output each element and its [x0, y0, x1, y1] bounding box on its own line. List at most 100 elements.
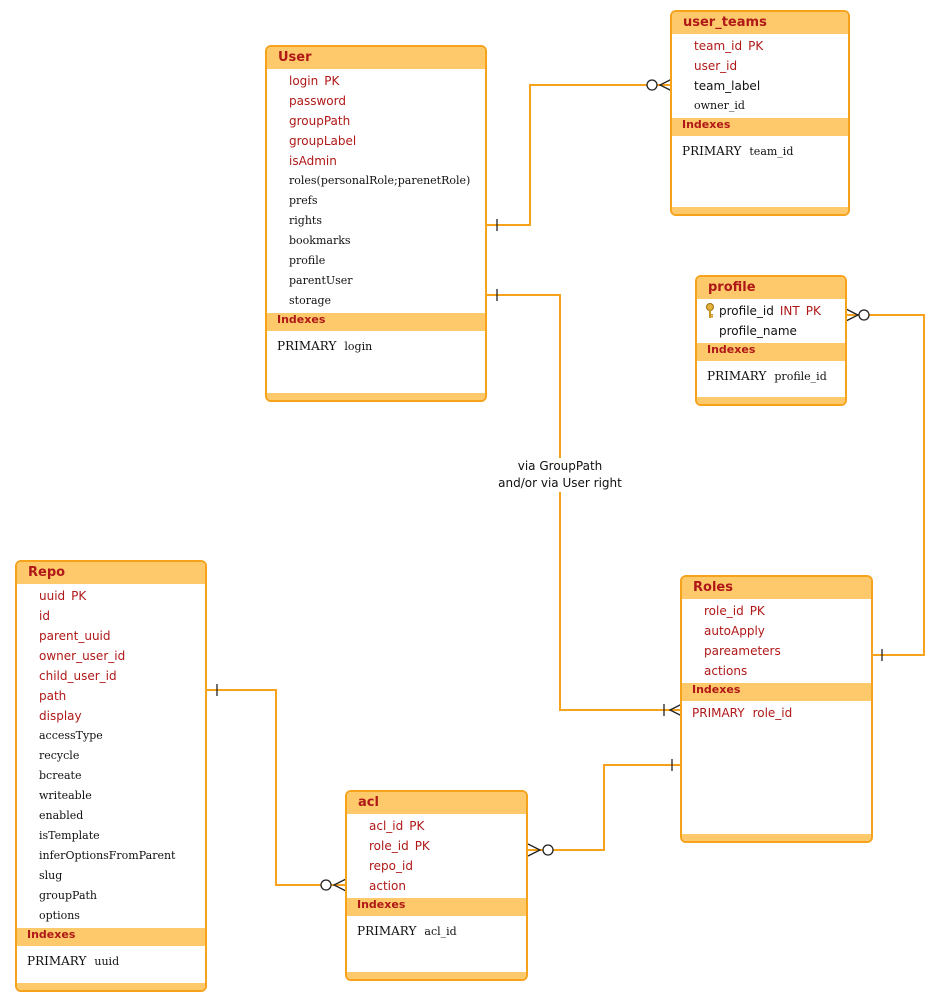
field-name: repo_id: [369, 859, 413, 873]
field-row[interactable]: repo_id: [347, 856, 526, 876]
relation-repo-acl: [207, 689, 346, 886]
field-row[interactable]: actions: [682, 661, 871, 681]
field-row[interactable]: owner_user_id: [17, 646, 205, 666]
field-name: profile_name: [719, 324, 797, 338]
field-name: writeable: [39, 789, 92, 802]
field-row[interactable]: rights: [267, 211, 485, 231]
field-row[interactable]: inferOptionsFromParent: [17, 846, 205, 866]
field-row[interactable]: accessType: [17, 726, 205, 746]
field-row[interactable]: profile_name: [697, 321, 845, 341]
field-row[interactable]: storage: [267, 291, 485, 311]
field-row[interactable]: display: [17, 706, 205, 726]
crow-foot-acl-roles: [527, 843, 542, 857]
field-name: team_label: [694, 79, 761, 93]
pk-tag: PK: [71, 589, 87, 603]
field-name: groupLabel: [289, 134, 357, 148]
field-row[interactable]: enabled: [17, 806, 205, 826]
table-title: acl: [347, 792, 526, 814]
field-row[interactable]: groupLabel: [267, 131, 485, 151]
indexes-header: Indexes: [682, 683, 871, 701]
field-row[interactable]: isAdmin: [267, 151, 485, 171]
pk-tag: PK: [414, 839, 430, 853]
field-name: rights: [289, 214, 322, 227]
field-row[interactable]: writeable: [17, 786, 205, 806]
field-name: enabled: [39, 809, 84, 822]
crow-foot-user-teams: [658, 78, 673, 92]
indexes-header: Indexes: [672, 118, 848, 136]
field-name: autoApply: [704, 624, 765, 638]
table-title: Roles: [682, 577, 871, 599]
field-row[interactable]: recycle: [17, 746, 205, 766]
field-row[interactable]: password: [267, 91, 485, 111]
field-row[interactable]: options: [17, 906, 205, 926]
field-row[interactable]: team_label: [672, 76, 848, 96]
field-row[interactable]: profile: [267, 251, 485, 271]
field-name: bookmarks: [289, 234, 351, 247]
field-row[interactable]: groupPath: [17, 886, 205, 906]
field-name: bcreate: [39, 769, 82, 782]
pk-tag: PK: [805, 304, 821, 318]
table-footer: [17, 983, 205, 990]
field-row[interactable]: bcreate: [17, 766, 205, 786]
index-value: acl_id: [424, 925, 457, 938]
field-row[interactable]: parent_uuid: [17, 626, 205, 646]
table-footer: [672, 207, 848, 214]
field-name: slug: [39, 869, 63, 882]
field-row[interactable]: action: [347, 876, 526, 896]
field-row[interactable]: id: [17, 606, 205, 626]
zero-circle-profile: [858, 309, 870, 321]
field-name: groupPath: [39, 889, 98, 902]
field-name: acl_id: [369, 819, 404, 833]
field-name: isAdmin: [289, 154, 337, 168]
field-row[interactable]: path: [17, 686, 205, 706]
index-key: PRIMARY: [707, 369, 767, 383]
field-row[interactable]: roles(personalRole;parenetRole): [267, 171, 485, 191]
field-row[interactable]: bookmarks: [267, 231, 485, 251]
index-value: uuid: [94, 955, 120, 968]
field-row[interactable]: isTemplate: [17, 826, 205, 846]
field-name: storage: [289, 294, 332, 307]
field-row[interactable]: parentUser: [267, 271, 485, 291]
index-key: PRIMARY: [357, 924, 417, 938]
table-footer: [697, 397, 845, 404]
field-row[interactable]: prefs: [267, 191, 485, 211]
field-row[interactable]: owner_id: [672, 96, 848, 116]
field-name: parent_uuid: [39, 629, 111, 643]
field-row[interactable]: pareameters: [682, 641, 871, 661]
field-name: roles(personalRole;parenetRole): [289, 174, 471, 187]
field-name: display: [39, 709, 82, 723]
crow-foot-acl-repo: [332, 878, 347, 892]
indexes-header: Indexes: [697, 343, 845, 361]
pk-tag: PK: [749, 604, 765, 618]
field-row[interactable]: autoApply: [682, 621, 871, 641]
field-name: team_id: [694, 39, 743, 53]
indexes-header: Indexes: [347, 898, 526, 916]
field-row[interactable]: slug: [17, 866, 205, 886]
table-title: user_teams: [672, 12, 848, 34]
index-value: login: [344, 340, 373, 353]
table-title: User: [267, 47, 485, 69]
field-row[interactable]: user_id: [672, 56, 848, 76]
field-row[interactable]: groupPath: [267, 111, 485, 131]
index-value: team_id: [749, 145, 794, 158]
indexes-header: Indexes: [17, 928, 205, 946]
field-row[interactable]: child_user_id: [17, 666, 205, 686]
field-name: id: [39, 609, 50, 623]
crow-foot-roles-user: [668, 703, 683, 717]
